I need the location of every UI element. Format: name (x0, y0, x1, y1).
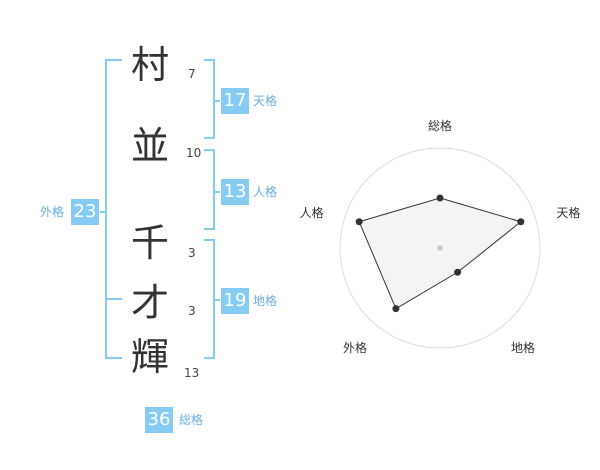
stroke-count-2: 10 (186, 146, 202, 160)
name-char-3: 千 (130, 221, 169, 265)
name-char-1: 村 (130, 43, 169, 87)
stroke-count-5: 13 (184, 366, 200, 380)
chikaku-value-badge: 19 (221, 288, 249, 314)
radar-axis-label-2: 天格 (556, 205, 580, 220)
name-char-4: 才 (130, 281, 169, 325)
tenkaku-value-badge: 17 (221, 88, 249, 114)
jinkaku-bracket (204, 149, 215, 230)
gaikaku-label: 外格 (40, 205, 65, 219)
stroke-count-3: 3 (188, 246, 196, 260)
jinkaku-label: 人格 (253, 185, 278, 199)
name-char-2: 並 (130, 124, 169, 168)
radar-point-5 (355, 218, 363, 226)
name-char-5: 輝 (130, 335, 169, 379)
gaikaku-bracket (105, 59, 122, 359)
radar-point-4 (392, 305, 400, 313)
radar-point-3 (454, 268, 462, 276)
gaikaku-value-badge: 23 (71, 199, 99, 225)
tenkaku-label: 天格 (253, 94, 278, 108)
radar-point-2 (517, 218, 525, 226)
radar-axis-label-5: 人格 (300, 205, 324, 220)
tenkaku-bracket (204, 59, 215, 139)
soukaku-value-badge: 36 (145, 407, 173, 433)
radar-axis-label-3: 地格 (511, 340, 535, 355)
radar-polygon (358, 197, 522, 310)
radar-point-1 (436, 194, 444, 202)
chikaku-label: 地格 (253, 294, 278, 308)
radar-center-dot (437, 245, 443, 251)
jinkaku-value-badge: 13 (221, 179, 249, 205)
stroke-count-1: 7 (188, 67, 196, 81)
radar-axis-label-4: 外格 (343, 340, 367, 355)
radar-axis-label-1: 総格 (428, 118, 452, 133)
stroke-count-4: 3 (188, 304, 196, 318)
soukaku-label: 総格 (179, 413, 204, 427)
